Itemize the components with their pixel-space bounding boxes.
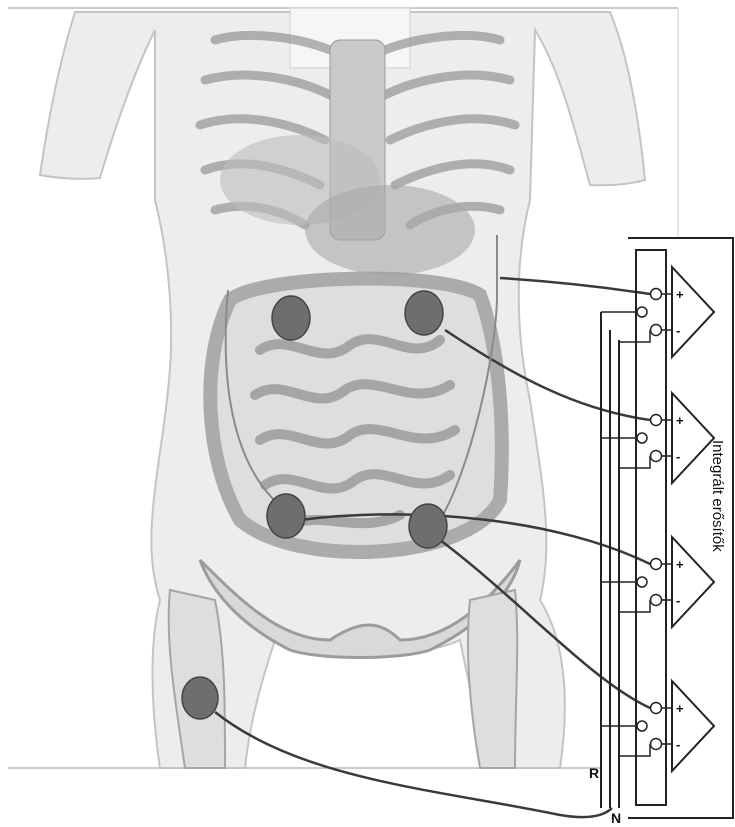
reference-terminal <box>637 307 647 317</box>
amplifier-triangle <box>672 537 714 627</box>
terminal-minus <box>651 325 662 336</box>
terminal-minus <box>651 739 662 750</box>
plus-sign: + <box>676 701 684 716</box>
neutral-label: N <box>611 810 621 826</box>
minus-sign: - <box>676 449 680 464</box>
body-illustration <box>40 8 645 768</box>
electrode-lower-right <box>409 504 447 548</box>
minus-tap <box>619 330 650 342</box>
electrode-right-leg <box>182 677 218 719</box>
reference-terminal <box>637 577 647 587</box>
terminal-plus <box>651 703 662 714</box>
terminal-minus <box>651 595 662 606</box>
minus-sign: - <box>676 323 680 338</box>
plus-sign: + <box>676 287 684 302</box>
reference-terminal <box>637 721 647 731</box>
terminal-plus <box>651 289 662 300</box>
amplifier-triangle <box>672 267 714 357</box>
electrode-lower-left <box>267 494 305 538</box>
minus-tap <box>619 744 650 756</box>
terminal-plus <box>651 559 662 570</box>
lead-wire-1 <box>500 278 650 294</box>
plus-sign: + <box>676 413 684 428</box>
right-leg-label: R <box>589 765 599 781</box>
amplifier-channel-2: +- <box>601 393 714 483</box>
terminal-plus <box>651 415 662 426</box>
right-femur <box>468 590 517 768</box>
amplifier-channel-1: +- <box>601 267 714 357</box>
amplifier-triangle <box>672 681 714 771</box>
minus-tap <box>619 456 650 468</box>
minus-sign: - <box>676 737 680 752</box>
reference-terminal <box>637 433 647 443</box>
large-intestine <box>210 279 502 552</box>
bus-lines <box>601 312 619 808</box>
terminal-minus <box>651 451 662 462</box>
minus-tap <box>619 600 650 612</box>
plus-sign: + <box>676 557 684 572</box>
minus-sign: - <box>676 593 680 608</box>
amplifier-panel-label: Integrált erősítők <box>709 440 726 552</box>
stomach <box>305 185 475 275</box>
electrode-upper-left <box>272 296 310 340</box>
amplifier-channel-4: +- <box>601 681 714 771</box>
amplifier-triangle <box>672 393 714 483</box>
reference-tap <box>601 310 636 312</box>
electrode-upper-right <box>405 291 443 335</box>
